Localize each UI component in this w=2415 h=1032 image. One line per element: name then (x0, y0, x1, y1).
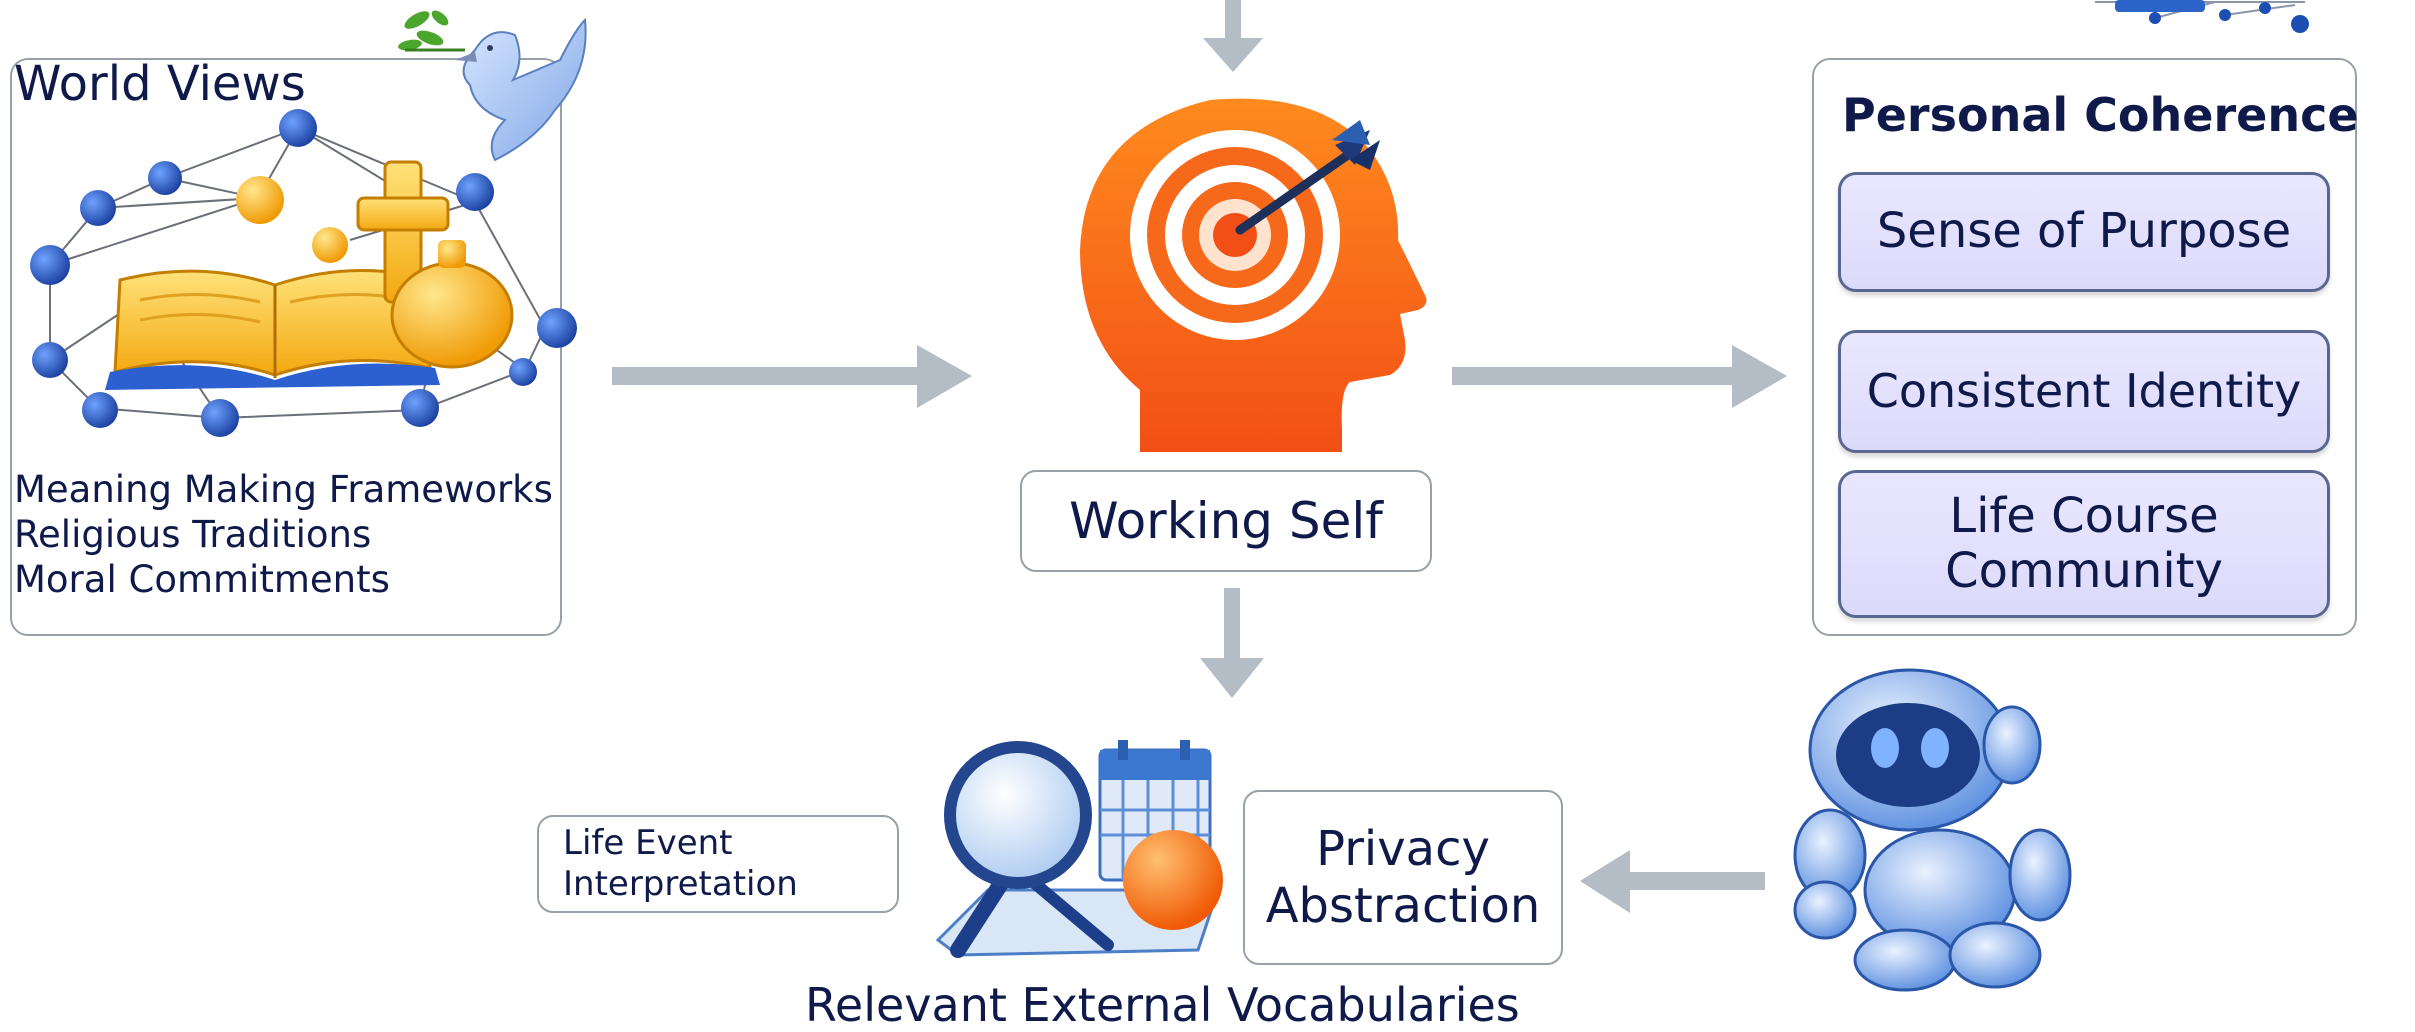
pill-consistent-identity: Consistent Identity (1838, 330, 2330, 453)
olive-branch-icon (398, 10, 465, 52)
life-event-label: Life Event Interpretation (537, 815, 899, 913)
golden-vessel-icon (236, 176, 514, 369)
network-nodes (30, 109, 577, 437)
arrow-robot-to-privacy (1580, 850, 1765, 913)
pill-sense-of-purpose: Sense of Purpose (1838, 172, 2330, 292)
arrow-self-down (1200, 588, 1264, 698)
arrow-self-to-coherence (1452, 345, 1787, 408)
dove-icon (398, 10, 587, 162)
head-target-icon (1080, 98, 1427, 453)
world-views-item-1: Meaning Making Frameworks (14, 468, 553, 511)
arrow-top-down (1203, 0, 1263, 72)
robot-icon (1793, 668, 2072, 992)
privacy-abstraction-label: Privacy Abstraction (1243, 790, 1563, 965)
working-self-label: Working Self (1020, 470, 1432, 572)
arrow-worldviews-to-self (612, 345, 972, 408)
dart-icon (1235, 120, 1380, 235)
magnifier-icon (944, 741, 1114, 958)
personal-coherence-title: Personal Coherence (1842, 88, 2359, 142)
world-views-title: World Views (14, 56, 306, 112)
relevant-external-vocabularies: Relevant External Vocabularies (805, 978, 1520, 1032)
cross-icon (356, 160, 450, 304)
pill-life-course-community: Life Course Community (1838, 470, 2330, 618)
vocabulary-illustration (935, 740, 1223, 958)
network-corner-icon (2095, 0, 2309, 33)
world-views-item-3: Moral Commitments (14, 558, 390, 601)
world-views-illustration (30, 109, 577, 437)
orange-ball-icon (1123, 830, 1223, 930)
world-views-item-2: Religious Traditions (14, 513, 372, 556)
